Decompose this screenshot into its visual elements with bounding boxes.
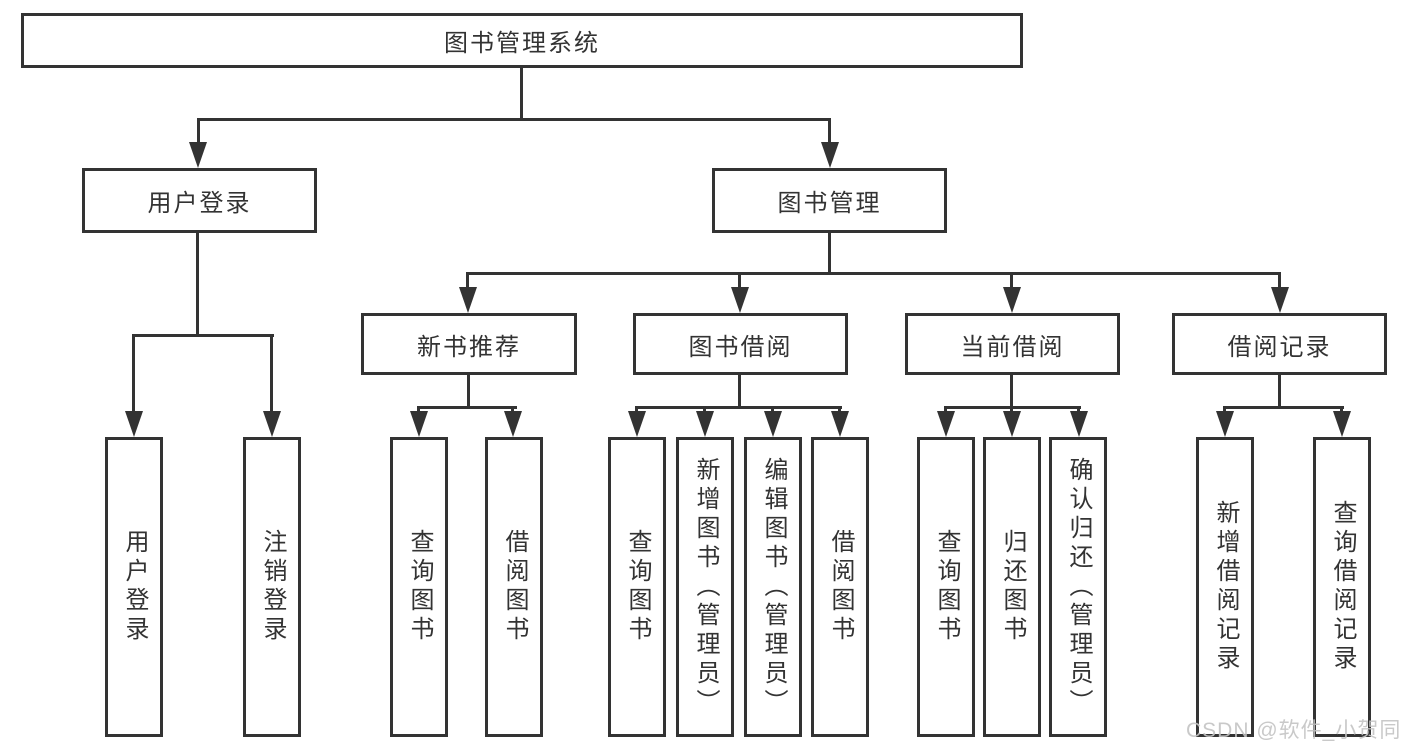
leaf-query-borrow-record: 查询借阅记录 xyxy=(1313,437,1371,737)
connector-line xyxy=(467,375,470,409)
connector-line xyxy=(466,272,1281,275)
connector-line xyxy=(197,118,200,145)
connector-line xyxy=(520,68,523,121)
connector-line xyxy=(466,272,469,290)
connector-line xyxy=(771,406,774,414)
arrowhead-down-icon xyxy=(1003,287,1021,313)
node-borrow-records: 借阅记录 xyxy=(1172,313,1387,375)
connector-line xyxy=(828,118,831,145)
connector-line xyxy=(703,406,706,414)
arrowhead-down-icon xyxy=(1333,411,1351,437)
arrowhead-down-icon xyxy=(1216,411,1234,437)
arrowhead-down-icon xyxy=(937,411,955,437)
connector-line xyxy=(635,406,842,409)
leaf-query-books-borrow: 查询图书 xyxy=(608,437,666,737)
leaf-logout: 注销登录 xyxy=(243,437,301,737)
arrowhead-down-icon xyxy=(821,142,839,168)
connector-line xyxy=(270,334,273,413)
connector-line xyxy=(1010,375,1013,409)
leaf-borrow-books-rec: 借阅图书 xyxy=(485,437,543,737)
connector-line xyxy=(944,406,947,414)
node-book-mgmt-branch: 图书管理 xyxy=(712,168,947,233)
leaf-borrow-books-borrow: 借阅图书 xyxy=(811,437,869,737)
connector-line xyxy=(417,406,420,414)
leaf-user-login: 用户登录 xyxy=(105,437,163,737)
connector-line xyxy=(511,406,514,414)
connector-line xyxy=(1278,375,1281,409)
arrowhead-down-icon xyxy=(125,411,143,437)
connector-line xyxy=(1223,406,1344,409)
arrowhead-down-icon xyxy=(831,411,849,437)
arrowhead-down-icon xyxy=(1271,287,1289,313)
connector-line xyxy=(738,375,741,409)
arrowhead-down-icon xyxy=(504,411,522,437)
leaf-query-books-rec: 查询图书 xyxy=(390,437,448,737)
connector-line xyxy=(738,272,741,290)
leaf-confirm-return-admin: 确认归还（管理员） xyxy=(1049,437,1107,737)
connector-line xyxy=(1010,406,1013,414)
leaf-return-books: 归还图书 xyxy=(983,437,1041,737)
arrowhead-down-icon xyxy=(1003,411,1021,437)
connector-line xyxy=(196,233,199,337)
connector-line xyxy=(1340,406,1343,414)
arrowhead-down-icon xyxy=(410,411,428,437)
arrowhead-down-icon xyxy=(189,142,207,168)
leaf-query-books-current: 查询图书 xyxy=(917,437,975,737)
arrowhead-down-icon xyxy=(263,411,281,437)
leaf-add-borrow-record: 新增借阅记录 xyxy=(1196,437,1254,737)
connector-line xyxy=(417,406,517,409)
node-new-book-rec: 新书推荐 xyxy=(361,313,577,375)
node-current-borrow: 当前借阅 xyxy=(905,313,1120,375)
node-user-login-branch: 用户登录 xyxy=(82,168,317,233)
arrowhead-down-icon xyxy=(764,411,782,437)
connector-line xyxy=(1077,406,1080,414)
arrowhead-down-icon xyxy=(459,287,477,313)
connector-line xyxy=(635,406,638,414)
node-book-borrow: 图书借阅 xyxy=(633,313,848,375)
connector-line xyxy=(132,334,274,337)
node-root: 图书管理系统 xyxy=(21,13,1023,68)
connector-line xyxy=(132,334,135,413)
leaf-edit-book-admin: 编辑图书（管理员） xyxy=(744,437,802,737)
connector-line xyxy=(838,406,841,414)
connector-line xyxy=(1010,272,1013,290)
arrowhead-down-icon xyxy=(628,411,646,437)
arrowhead-down-icon xyxy=(1070,411,1088,437)
connector-line xyxy=(197,118,831,121)
arrowhead-down-icon xyxy=(696,411,714,437)
connector-line xyxy=(1278,272,1281,290)
arrowhead-down-icon xyxy=(731,287,749,313)
connector-line xyxy=(828,233,831,275)
leaf-add-book-admin: 新增图书（管理员） xyxy=(676,437,734,737)
watermark: CSDN @软件_小贺同学 xyxy=(1186,719,1402,742)
connector-line xyxy=(1223,406,1226,414)
